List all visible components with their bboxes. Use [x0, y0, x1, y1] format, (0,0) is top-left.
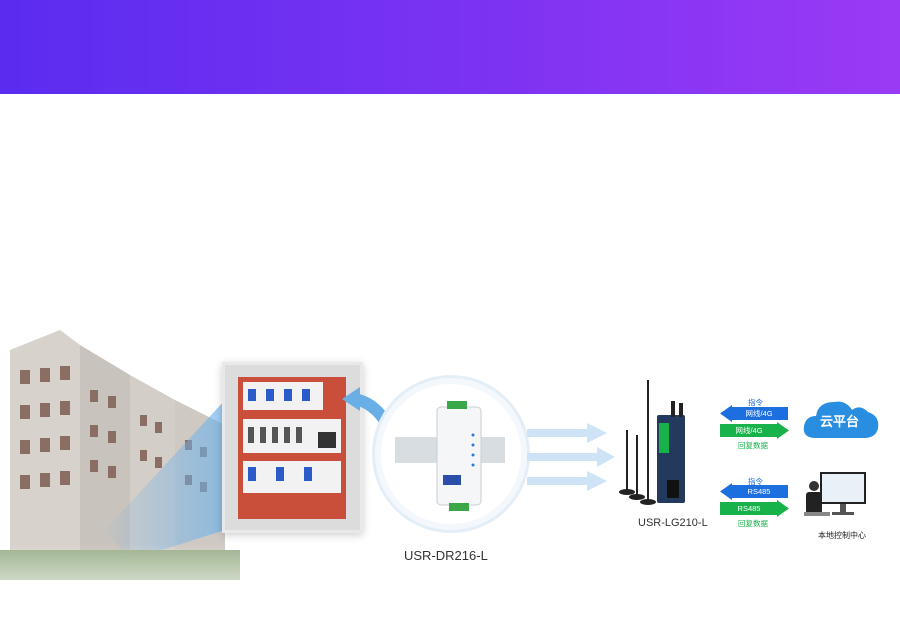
local-reply-label: 回复数据 [738, 519, 768, 528]
local-down-arrow: RS485 [730, 485, 788, 498]
data-flow-arrows [527, 423, 615, 491]
gateway-device-image [619, 380, 685, 505]
header-banner [0, 0, 900, 94]
cloud-reply-label: 回复数据 [738, 441, 768, 450]
gateway-device-label: USR-LG210-L [638, 517, 708, 529]
cloud-command-label: 指令 [748, 398, 763, 407]
right-arrowhead-icon [777, 500, 789, 517]
local-down-channel-label: RS485 [747, 487, 771, 496]
local-up-channel-label: RS485 [737, 504, 761, 513]
building-illustration [0, 330, 240, 615]
cloud-up-channel-label: 网线/4G [735, 426, 763, 435]
dtu-device-label: USR-DR216-L [404, 548, 488, 563]
local-up-arrow: RS485 [720, 502, 778, 515]
control-center-icon [804, 472, 866, 516]
cloud-platform-label: 云平台 [820, 414, 860, 429]
cabinet-interior [238, 377, 346, 519]
cloud-down-channel-label: 网线/4G [745, 409, 773, 418]
local-command-label: 指令 [748, 477, 763, 486]
cloud-down-arrow: 网线/4G [730, 407, 788, 420]
left-arrowhead-icon [720, 483, 732, 500]
cloud-icon [803, 401, 879, 438]
dtu-device-image [395, 401, 505, 511]
left-arrowhead-icon [720, 405, 732, 422]
right-arrowhead-icon [777, 422, 789, 439]
cloud-up-arrow: 网线/4G [720, 424, 778, 437]
control-center-label: 本地控制中心 [818, 531, 866, 540]
